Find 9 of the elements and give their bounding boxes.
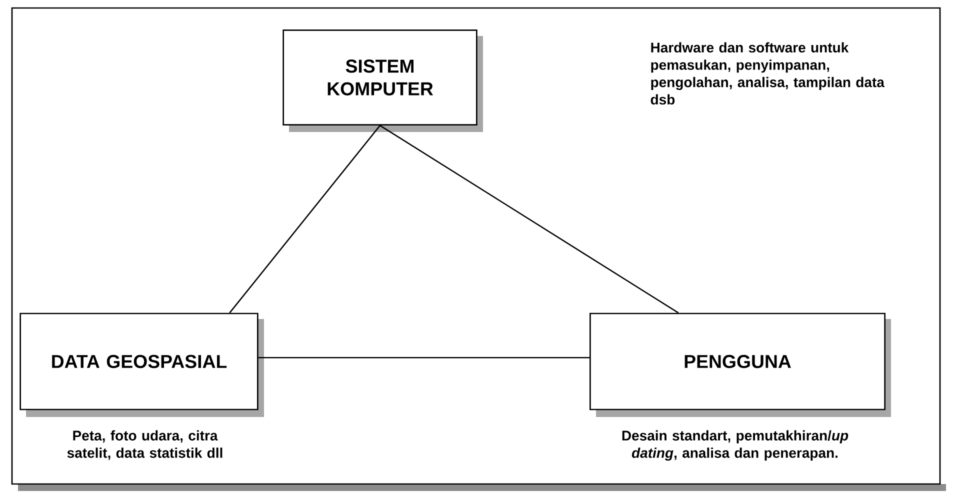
process-box: PENGGUNA — [590, 312, 891, 417]
note-text: Peta, foto udara, citra satelit, data statistik dll — [67, 430, 222, 460]
connector-line — [258, 356, 590, 358]
connector-line — [229, 125, 381, 314]
connector-line — [380, 124, 679, 314]
process-box: DATA GEOSPASIAL — [20, 312, 264, 417]
note-text: Desain standart, pemutakhiran/up dating, analisa dan penerapan. — [622, 430, 848, 461]
process-box: SISTEM KOMPUTER — [282, 30, 483, 132]
note-text: Hardware dan software untuk pemasukan, penyimpanan, pengolahan, analisa, tampilan data dsb — [650, 42, 885, 105]
